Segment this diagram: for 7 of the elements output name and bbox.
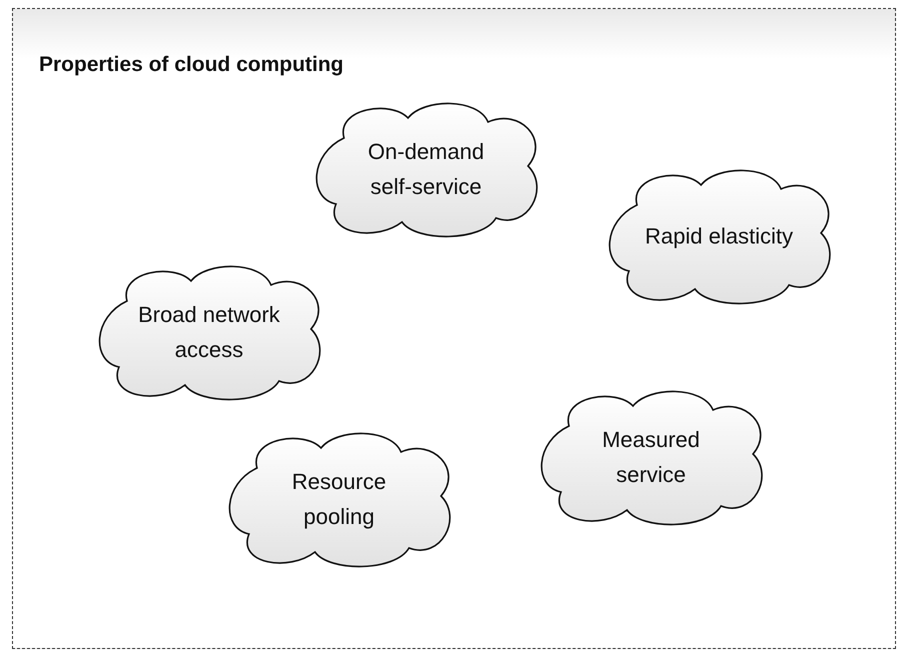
cloud-label: On-demand self-service: [366, 137, 486, 200]
cloud-label: Broad network access: [137, 300, 281, 364]
cloud-label: Rapid elasticity: [644, 222, 794, 250]
cloud-label: Resource pooling: [290, 467, 388, 531]
cloud-label: Measured service: [601, 425, 701, 488]
frame-title: Properties of cloud computing: [39, 53, 344, 77]
dashed-frame: [12, 8, 896, 649]
